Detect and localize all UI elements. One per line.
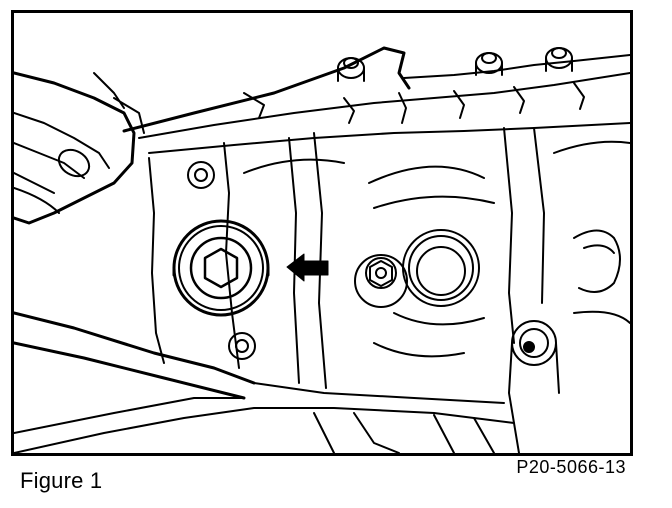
top-bolt-2	[475, 52, 503, 76]
top-bolt-1	[337, 57, 365, 82]
lower-brace	[14, 311, 515, 453]
right-recess	[573, 229, 630, 324]
transmission-illustration	[14, 46, 630, 453]
figure-caption: Figure 1	[20, 468, 103, 493]
left-bracket	[14, 71, 145, 225]
case-port	[402, 229, 480, 307]
top-bolt-3	[545, 47, 573, 72]
housing-top-edge	[122, 46, 630, 154]
indicator-arrow-icon	[286, 253, 329, 282]
case-body	[148, 127, 630, 389]
figure-reference-code: P20-5066-13	[516, 457, 626, 477]
mounting-hole-upper	[187, 161, 215, 189]
mounting-ear-right	[508, 320, 560, 453]
side-bolt	[354, 254, 408, 308]
mounting-hole-lower	[228, 332, 256, 360]
figure-frame	[11, 10, 633, 456]
drain-plug	[172, 219, 270, 317]
